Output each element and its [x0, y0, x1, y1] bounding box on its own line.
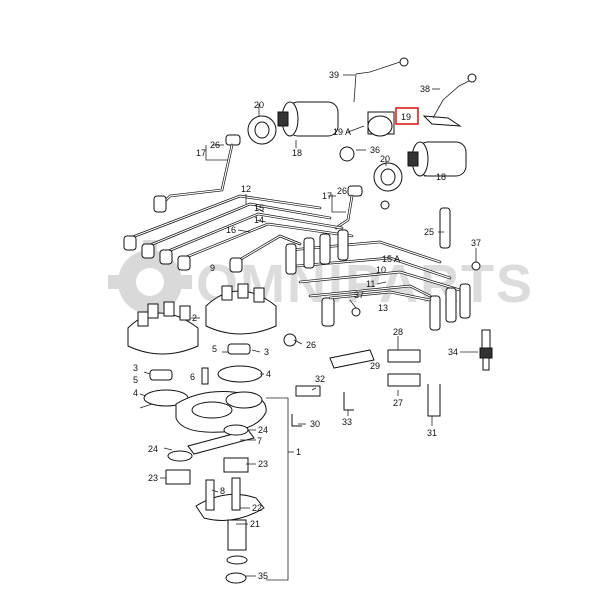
callout-33[interactable]: 33 — [342, 417, 352, 427]
callout-2[interactable]: 2 — [192, 313, 197, 323]
callout-11[interactable]: 11 — [366, 279, 375, 289]
callout-37-lower[interactable]: 37 — [354, 290, 364, 300]
callout-26-lower[interactable]: 26 — [337, 186, 347, 196]
callout-34[interactable]: 34 — [448, 347, 458, 357]
highlight-box — [395, 107, 419, 125]
callout-7[interactable]: 7 — [257, 436, 262, 446]
callout-3-left[interactable]: 3 — [133, 363, 138, 373]
ignition-coil-upper — [225, 101, 339, 146]
callout-26[interactable]: 26 — [210, 140, 220, 150]
callout-36[interactable]: 36 — [370, 145, 380, 155]
leader-lines — [139, 74, 478, 581]
callout-20[interactable]: 20 — [254, 100, 264, 110]
ignition-harness-right — [285, 207, 481, 331]
callout-37[interactable]: 37 — [471, 238, 481, 248]
callout-4-left[interactable]: 4 — [133, 388, 138, 398]
callout-8[interactable]: 8 — [220, 486, 225, 496]
callout-35[interactable]: 35 — [258, 571, 268, 581]
brackets — [283, 333, 441, 427]
coil-bracket — [339, 57, 477, 162]
callout-24-left[interactable]: 24 — [148, 444, 158, 454]
callout-10[interactable]: 10 — [376, 265, 386, 275]
distributor-caps — [127, 283, 277, 355]
callout-32[interactable]: 32 — [315, 374, 325, 384]
spark-plug — [479, 329, 493, 371]
callout-5-left[interactable]: 5 — [133, 375, 138, 385]
callout-18[interactable]: 18 — [292, 148, 302, 158]
callout-1[interactable]: 1 — [296, 447, 301, 457]
callout-labels: 39 38 20 19 19 A 26 17 18 36 20 18 17 26… — [133, 70, 481, 581]
callout-23[interactable]: 23 — [258, 459, 268, 469]
callout-23-left[interactable]: 23 — [148, 473, 158, 483]
ignition-harness-left — [123, 194, 354, 273]
callout-29[interactable]: 29 — [370, 361, 380, 371]
callout-30[interactable]: 30 — [310, 419, 320, 429]
callout-14[interactable]: 14 — [254, 215, 264, 225]
callout-38[interactable]: 38 — [420, 84, 430, 94]
callout-16[interactable]: 16 — [226, 225, 236, 235]
callout-3[interactable]: 3 — [264, 347, 269, 357]
callout-28[interactable]: 28 — [393, 327, 403, 337]
callout-15a[interactable]: 15 A — [382, 254, 400, 264]
callout-12[interactable]: 12 — [241, 184, 251, 194]
distributor-internals — [143, 343, 267, 433]
callout-18-lower[interactable]: 18 — [436, 172, 446, 182]
callout-21[interactable]: 21 — [250, 519, 260, 529]
callout-31[interactable]: 31 — [427, 428, 437, 438]
callout-39[interactable]: 39 — [329, 70, 339, 80]
callout-17-lower[interactable]: 17 — [322, 191, 332, 201]
callout-15[interactable]: 15 — [254, 203, 264, 213]
callout-4[interactable]: 4 — [266, 369, 271, 379]
callout-17[interactable]: 17 — [196, 148, 206, 158]
callout-9[interactable]: 9 — [210, 263, 215, 273]
drive-assembly — [165, 424, 265, 584]
callout-20-lower[interactable]: 20 — [380, 154, 390, 164]
callout-19[interactable]: 19 — [401, 112, 411, 122]
callout-26-right[interactable]: 26 — [306, 340, 316, 350]
callout-22[interactable]: 22 — [252, 503, 262, 513]
callout-25[interactable]: 25 — [424, 227, 434, 237]
ignition-coil-lower — [347, 141, 467, 210]
callout-5[interactable]: 5 — [212, 344, 217, 354]
callout-27[interactable]: 27 — [393, 398, 403, 408]
callout-13[interactable]: 13 — [378, 303, 388, 313]
callout-24[interactable]: 24 — [258, 425, 268, 435]
callout-6[interactable]: 6 — [190, 372, 195, 382]
callout-19a[interactable]: 19 A — [333, 127, 351, 137]
